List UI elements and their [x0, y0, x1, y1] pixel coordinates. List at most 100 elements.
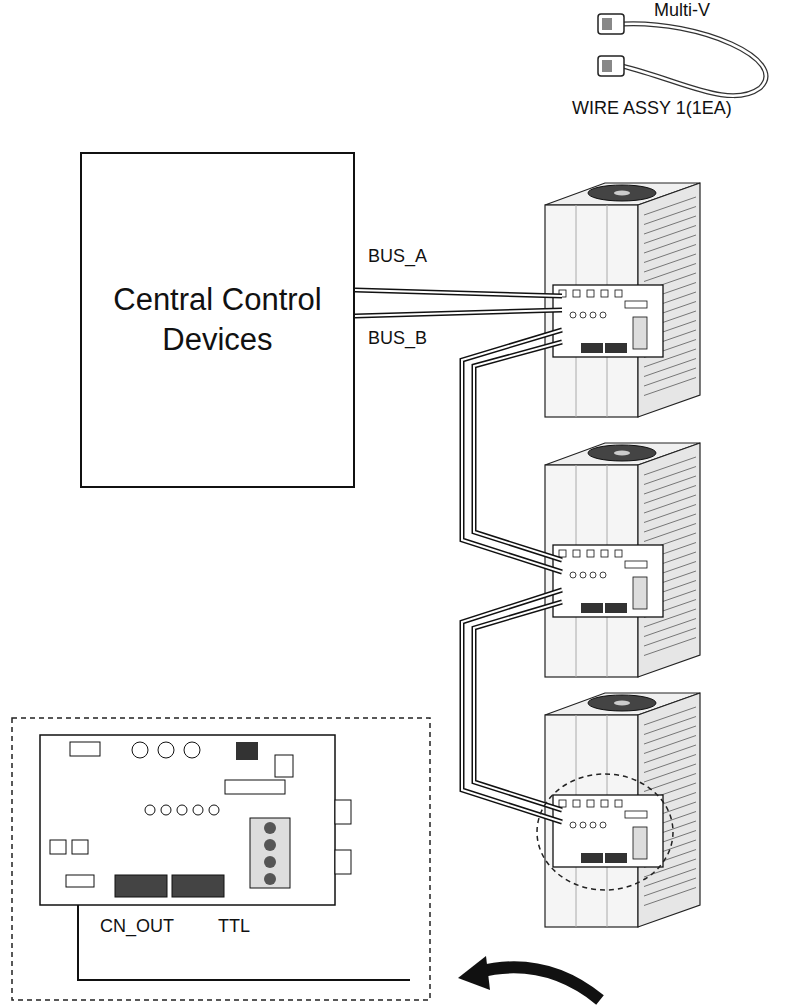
grille-line	[644, 638, 696, 656]
dip-switch	[70, 742, 100, 756]
outdoor-unit	[545, 183, 700, 417]
fan-hub	[614, 451, 630, 456]
grille-line	[644, 736, 696, 754]
grille-line	[644, 226, 696, 244]
grille-line	[644, 878, 696, 896]
terminal-screw	[264, 856, 276, 868]
pcb-part	[590, 822, 596, 828]
inset-frame	[12, 718, 430, 1000]
bus-wire-core	[474, 342, 562, 560]
connector	[605, 853, 627, 863]
bus-wire-core	[355, 290, 562, 296]
bus-wire-core	[355, 310, 562, 316]
grille-line	[644, 888, 696, 906]
fan	[588, 445, 656, 461]
arrow-head	[458, 956, 490, 990]
mount-tab	[335, 800, 351, 824]
terminal-block	[633, 317, 647, 349]
grille-line	[644, 467, 696, 485]
pcb-part	[145, 805, 155, 815]
grille-line	[644, 869, 696, 887]
connector	[605, 603, 627, 613]
grille-line	[644, 486, 696, 504]
pcb-part	[570, 822, 576, 828]
grille-line	[644, 774, 696, 792]
grille-line	[644, 457, 696, 475]
mount-tab	[335, 850, 351, 874]
grille-line	[644, 764, 696, 782]
cn-out-connector	[115, 875, 167, 897]
part-name: Multi-V	[652, 0, 712, 21]
grille-line	[644, 197, 696, 215]
pcb-part	[580, 312, 586, 318]
pcb-part	[580, 822, 586, 828]
grille-line	[644, 745, 696, 763]
pcb-part	[600, 822, 606, 828]
trimmer	[184, 742, 200, 758]
grille-line	[644, 216, 696, 234]
trimmer	[158, 742, 174, 758]
bus-wire	[474, 342, 562, 560]
callout-circle	[537, 774, 673, 890]
grille-line	[644, 524, 696, 542]
pcb-board	[553, 795, 663, 867]
pcb-part	[570, 572, 576, 578]
pcb-part	[600, 312, 606, 318]
outdoor-unit	[545, 443, 700, 677]
pcb-part	[580, 572, 586, 578]
bus-wire	[462, 330, 562, 572]
grille-line	[644, 476, 696, 494]
grille-line	[644, 378, 696, 396]
connector-pins	[602, 60, 612, 72]
grille-line	[644, 619, 696, 637]
cable	[622, 24, 766, 96]
pcb-part	[590, 572, 596, 578]
pcb-part	[601, 290, 608, 297]
bus-wire	[355, 310, 562, 316]
pcb-part	[587, 800, 594, 807]
pcb-part	[177, 805, 187, 815]
connector-pins	[602, 18, 612, 30]
pcb-part	[573, 550, 580, 557]
pcb-part	[559, 800, 566, 807]
pcb-part	[615, 800, 622, 807]
grille-line	[644, 726, 696, 744]
pcb-part	[559, 550, 566, 557]
terminal-screw	[264, 873, 276, 885]
grille-line	[644, 707, 696, 725]
connector-plug	[598, 14, 624, 34]
connector-plug	[598, 56, 624, 76]
signal-name: BUS_B	[366, 328, 429, 349]
grille-line	[644, 207, 696, 225]
pcb-part	[615, 550, 622, 557]
grille-line	[644, 264, 696, 282]
grille-line	[644, 245, 696, 263]
connector-name: CN_OUT	[98, 916, 176, 937]
pcb-part	[72, 840, 88, 854]
bus-wire-core	[462, 330, 562, 572]
grille-line	[644, 717, 696, 735]
connector	[581, 853, 603, 863]
box-label: Central Control Devices	[103, 280, 333, 359]
pcb-part	[573, 290, 580, 297]
grille-line	[644, 254, 696, 272]
cable-core	[622, 24, 766, 96]
pcb-part	[601, 800, 608, 807]
pcb-board	[40, 735, 335, 905]
terminal-block	[250, 818, 290, 888]
pcb-part	[587, 550, 594, 557]
connector	[581, 603, 603, 613]
dip-switch	[236, 742, 258, 760]
pcb-part	[161, 805, 171, 815]
pcb-part	[193, 805, 203, 815]
terminal-screw	[264, 839, 276, 851]
terminal-block	[633, 827, 647, 859]
pcb-board	[553, 285, 663, 357]
connector	[605, 343, 627, 353]
fan	[588, 185, 656, 201]
grille-line	[644, 514, 696, 532]
pcb-part	[615, 290, 622, 297]
wire-connector	[66, 875, 94, 887]
grille-line	[644, 235, 696, 253]
wire-assy	[598, 14, 766, 96]
